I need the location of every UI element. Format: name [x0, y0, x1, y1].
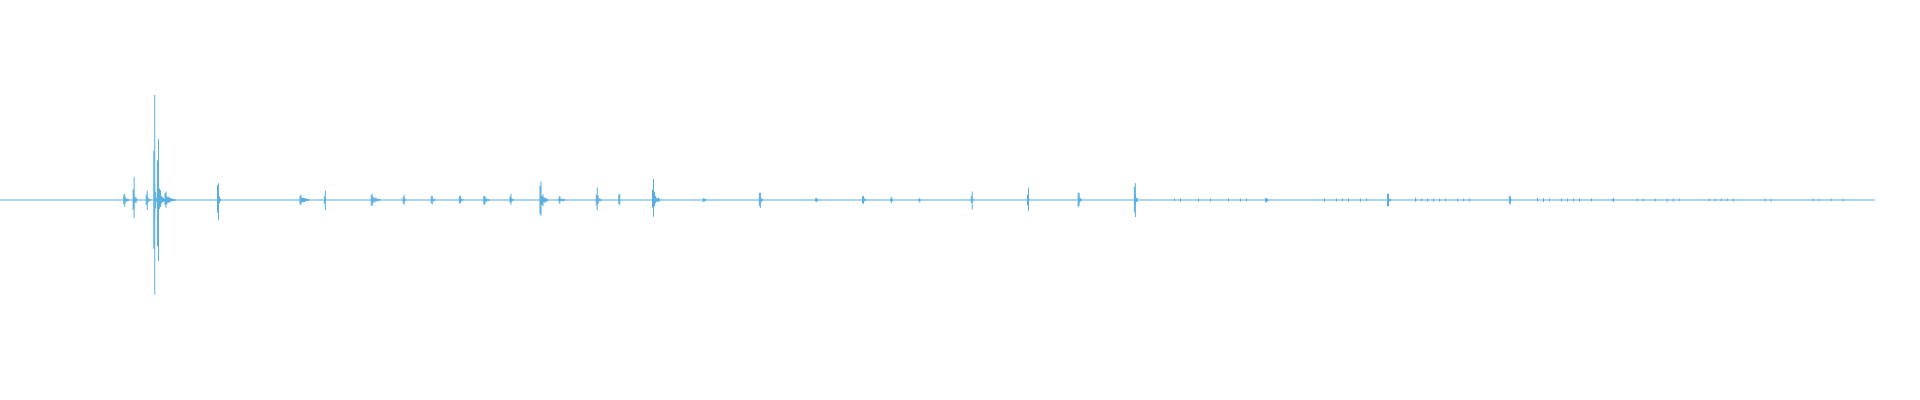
waveform-samples: [123, 95, 1844, 295]
